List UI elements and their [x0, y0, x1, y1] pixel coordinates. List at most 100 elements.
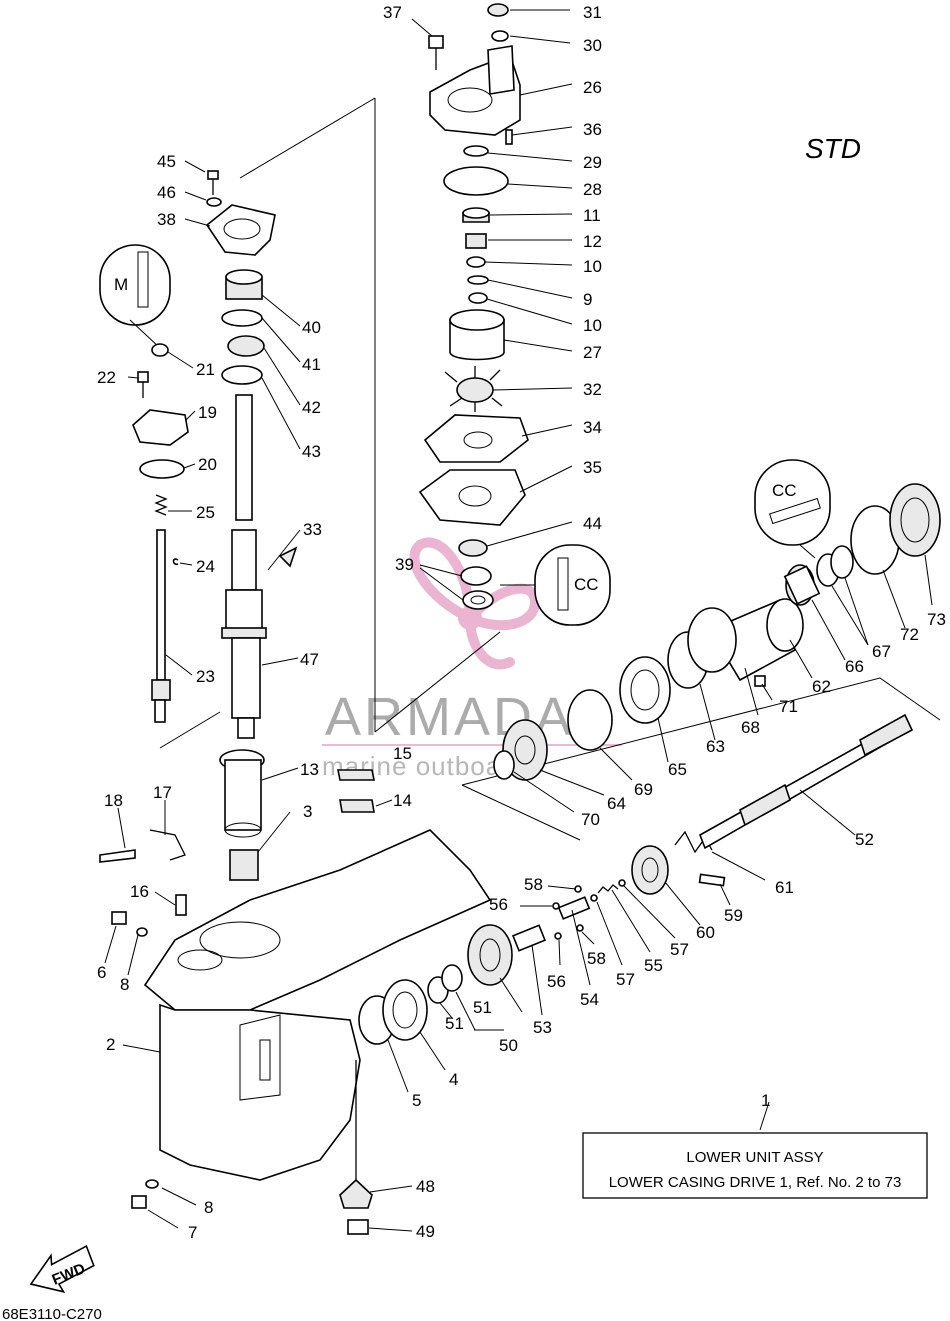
callout-68: 68: [741, 718, 760, 737]
retainer-19: [132, 409, 189, 446]
callout-8b: 8: [204, 1198, 213, 1217]
callout-9: 9: [583, 290, 592, 309]
callout-63: 63: [706, 737, 725, 756]
callout-8a: 8: [120, 975, 129, 994]
callout-26: 26: [583, 78, 602, 97]
callout-20: 20: [198, 455, 217, 474]
washer-46: [206, 197, 222, 207]
callout-28: 28: [583, 180, 602, 199]
callout-29: 29: [583, 153, 602, 172]
pinion-48: [339, 1060, 373, 1209]
callout-48: 48: [416, 1177, 435, 1196]
svg-text:CC: CC: [772, 481, 797, 500]
callout-18: 18: [104, 791, 123, 810]
bearing-4: [382, 979, 428, 1041]
caption-title: LOWER UNIT ASSY: [686, 1149, 823, 1166]
callout-12: 12: [583, 232, 602, 251]
propeller-shaft-52: [699, 713, 914, 850]
callout-19: 19: [198, 403, 217, 422]
bushing-21: [151, 343, 169, 357]
seal-44: [458, 539, 488, 557]
callout-17: 17: [153, 783, 172, 802]
bearing-housing-38: [205, 204, 276, 256]
screw-18: [99, 849, 136, 863]
oring-20: [139, 459, 185, 479]
oring-43: [221, 365, 263, 385]
callout-51b: 51: [473, 998, 492, 1017]
callout-55: 55: [644, 956, 663, 975]
plug-7: [131, 1195, 147, 1209]
washer-10a: [466, 256, 486, 268]
spring-25: [154, 494, 168, 516]
callout-40: 40: [302, 318, 321, 337]
callout-10b: 10: [583, 316, 602, 335]
callout-31: 31: [583, 3, 602, 22]
callout-49: 49: [416, 1222, 435, 1241]
callout-56a: 56: [489, 895, 508, 914]
variant-label: STD: [805, 133, 861, 164]
callout-69: 69: [634, 780, 653, 799]
callout-1: 1: [761, 1091, 770, 1110]
callout-62: 62: [812, 677, 831, 696]
callout-10a: 10: [583, 257, 602, 276]
oil-seal-39a: [460, 566, 492, 586]
needle-bearing-62: [783, 564, 821, 606]
bearing-65: [619, 656, 671, 724]
washer-10b: [468, 292, 488, 304]
shim-51b: [441, 964, 463, 992]
callout-21: 21: [196, 360, 215, 379]
callout-15: 15: [393, 744, 412, 763]
callout-13: 13: [300, 760, 319, 779]
oil-seal-67b: [830, 545, 854, 579]
callout-34: 34: [583, 418, 602, 437]
callout-45: 45: [157, 152, 176, 171]
callout-70: 70: [581, 810, 600, 829]
svg-text:CC: CC: [574, 575, 599, 594]
callout-44: 44: [583, 514, 602, 533]
callout-7: 7: [188, 1223, 197, 1242]
gasket-8b: [145, 1179, 159, 1189]
callout-43: 43: [302, 442, 321, 461]
oring-29: [463, 145, 489, 157]
callout-65: 65: [668, 760, 687, 779]
shim-41: [221, 309, 263, 327]
callout-58a: 58: [524, 875, 543, 894]
seal-detail-bubble-right: CC: [754, 459, 831, 559]
leader-lines: [104, 9, 933, 1232]
callout-25: 25: [196, 503, 215, 522]
callout-52: 52: [855, 830, 874, 849]
spring-55: [597, 884, 619, 894]
key-33: [278, 546, 298, 568]
callout-27: 27: [583, 343, 602, 362]
callout-41: 41: [302, 355, 321, 374]
drive-shaft-group: [205, 170, 375, 881]
callout-14: 14: [393, 791, 412, 810]
collar-30: [491, 30, 509, 42]
bolt-45: [207, 170, 219, 180]
ball-56b: [554, 932, 562, 940]
propeller-shaft-group: [358, 713, 914, 1045]
shift-slide-54: [557, 896, 591, 920]
needle-bearing-3: [229, 849, 259, 881]
shift-detail-bubble: M: [99, 244, 171, 349]
key-71: [754, 675, 766, 687]
callout-66: 66: [845, 657, 864, 676]
svg-text:M: M: [114, 275, 128, 294]
seal-42: [227, 335, 265, 357]
callout-72: 72: [900, 625, 919, 644]
fwd-arrow: FWD: [29, 1244, 95, 1294]
callout-57a: 57: [616, 970, 635, 989]
part-12: [465, 233, 487, 249]
cartridge-27: [449, 319, 505, 361]
shift-rod-group: M: [99, 244, 189, 723]
callout-61: 61: [775, 878, 794, 897]
pin-36: [505, 129, 513, 145]
caption-subtitle: LOWER CASING DRIVE 1, Ref. No. 2 to 73: [609, 1174, 902, 1191]
callout-57b: 57: [670, 940, 689, 959]
callout-67: 67: [872, 642, 891, 661]
plug-16: [175, 894, 187, 916]
callout-56b: 56: [547, 972, 566, 991]
plate-34: [423, 414, 529, 463]
callout-16: 16: [130, 882, 149, 901]
gasket-8a: [136, 927, 148, 937]
